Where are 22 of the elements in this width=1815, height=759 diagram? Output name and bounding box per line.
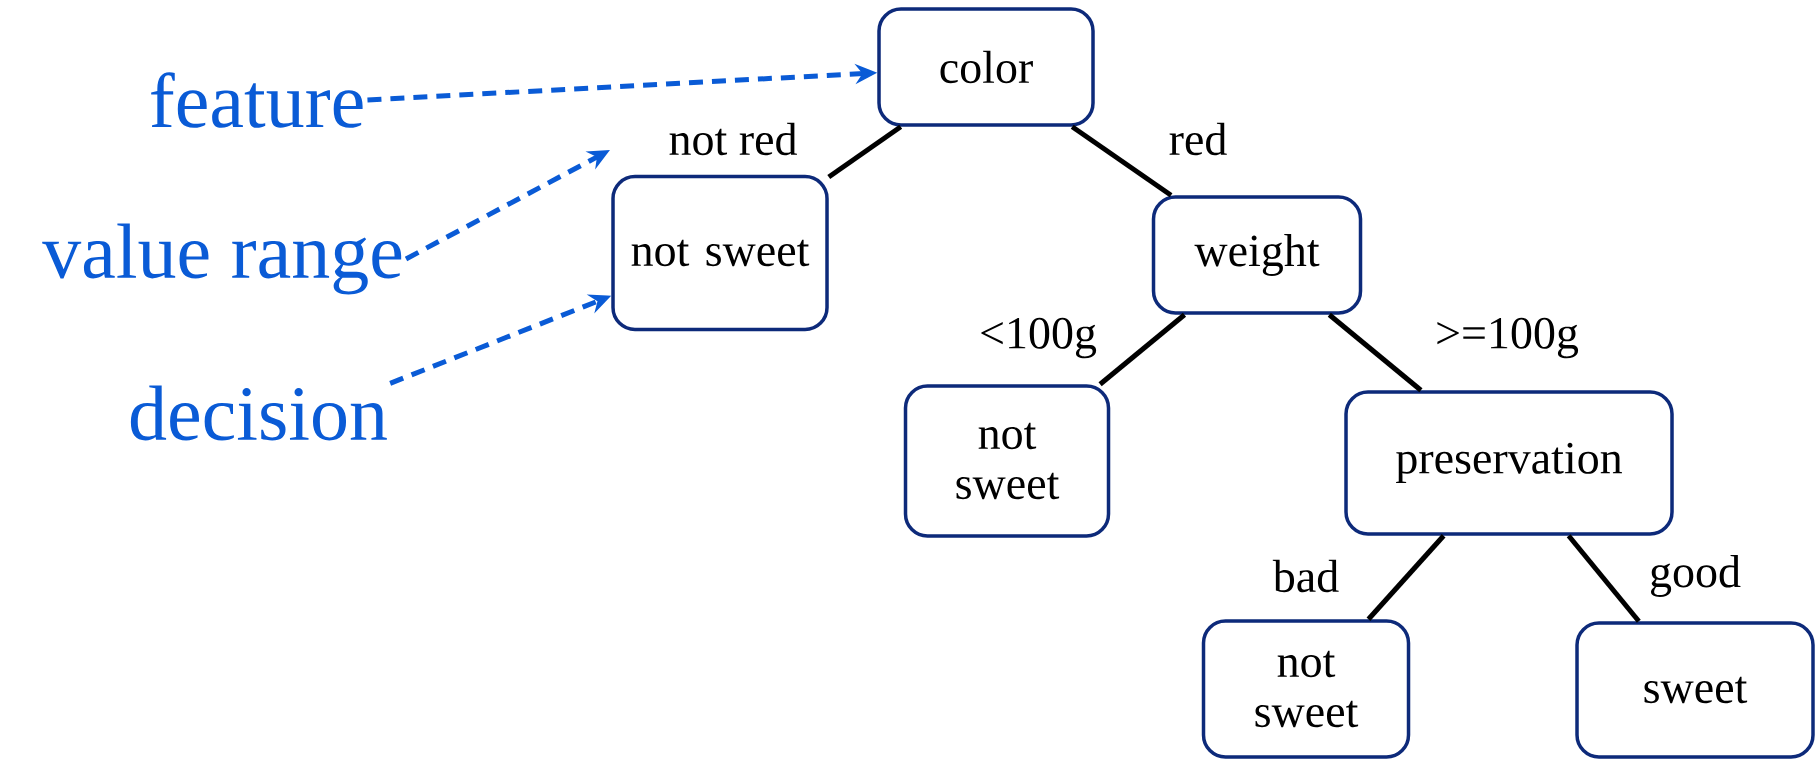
- annotation-text: value range: [42, 223, 402, 295]
- edge-label: bad: [1270, 557, 1342, 595]
- decision-box: sweet: [1575, 621, 1815, 759]
- edge-label: red: [1166, 120, 1230, 158]
- decision-box: not sweet: [903, 384, 1111, 538]
- branch-line: [1366, 534, 1446, 621]
- decision-box: preservation: [1344, 390, 1674, 536]
- decision-box: not sweet: [1201, 619, 1411, 759]
- branch-line: [827, 124, 903, 180]
- branch-line: [1327, 312, 1423, 393]
- edge-label: >=100g: [1433, 315, 1581, 361]
- branch-line: [1098, 312, 1187, 387]
- decision-box: weight: [1151, 195, 1363, 315]
- decision-box: color: [877, 7, 1095, 127]
- edge-label: <100g: [977, 315, 1099, 361]
- edge-label: not red: [666, 120, 800, 158]
- edge-label: good: [1647, 553, 1743, 599]
- branch-line: [1566, 534, 1641, 623]
- decision-box: not sweet: [611, 174, 829, 332]
- annotation-text: feature: [151, 72, 363, 128]
- annotation-text: decision: [130, 385, 387, 441]
- branch-line: [1070, 124, 1173, 198]
